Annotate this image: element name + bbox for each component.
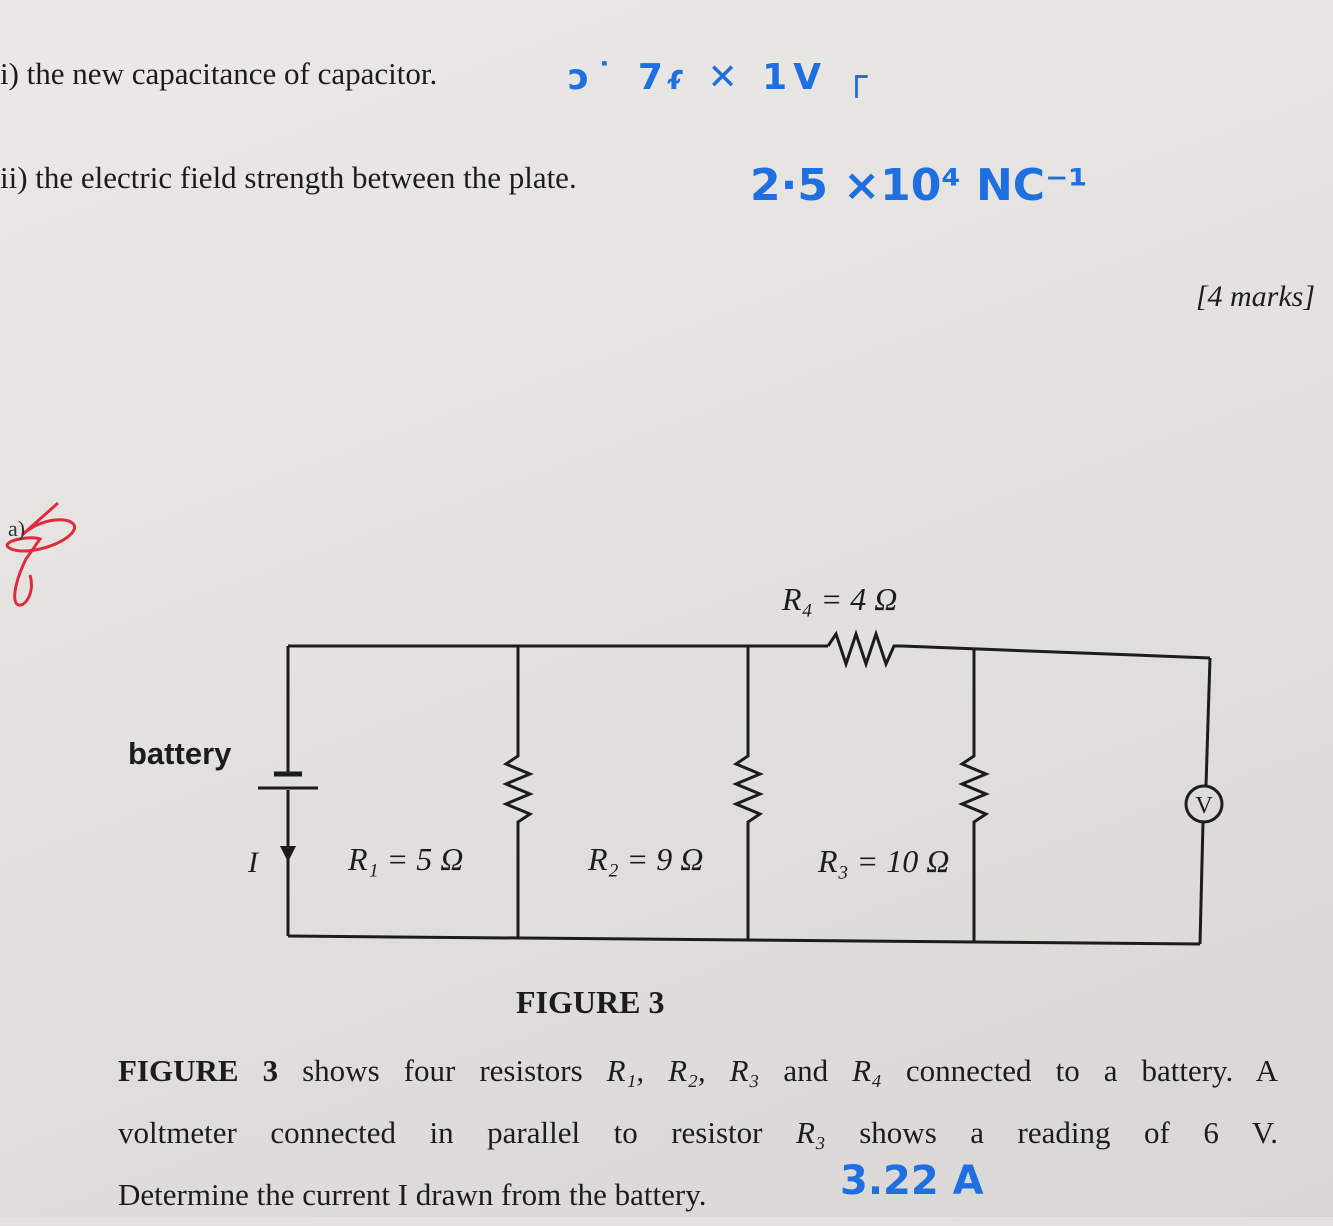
paragraph-line-3: Determine the current I drawn from the b… bbox=[118, 1177, 707, 1212]
voltmeter-symbol bbox=[1184, 784, 1224, 824]
part-label: a) bbox=[8, 516, 26, 541]
r2-branch bbox=[732, 646, 764, 940]
handwritten-answer-i: ɔ˙ 7ᵳ ✕ 1V ┌ bbox=[568, 57, 874, 98]
question-paragraph: FIGURE 3 shows four resistors R₁, R₂, R₃… bbox=[118, 1040, 1278, 1226]
paragraph-line-1: FIGURE 3 shows four resistors R₁, R₂, R₃… bbox=[118, 1053, 1278, 1088]
r1-branch bbox=[502, 646, 534, 938]
r3-branch bbox=[958, 650, 990, 942]
figure-caption: FIGURE 3 bbox=[516, 984, 665, 1020]
paragraph-line-2: voltmeter connected in parallel to resis… bbox=[118, 1115, 1278, 1150]
r4-label: R₄ = 4 Ω bbox=[781, 581, 897, 617]
circuit-diagram: V R₄ = 4 Ω battery I R₁ = 5 Ω R₂ = 9 Ω R… bbox=[128, 581, 1224, 946]
r1-label: R₁ = 5 Ω bbox=[347, 841, 463, 877]
question-ii: ii) the electric field strength between … bbox=[0, 160, 577, 195]
question-i: i) the new capacitance of capacitor. bbox=[0, 56, 438, 91]
current-arrow bbox=[280, 846, 296, 862]
r2-label: R₂ = 9 Ω bbox=[587, 841, 703, 877]
r3-label: R₃ = 10 Ω bbox=[817, 843, 949, 879]
top-wire bbox=[288, 644, 1211, 660]
voltmeter-label: V bbox=[1195, 793, 1213, 819]
r4-resistor bbox=[826, 629, 902, 669]
marks-label: [4 marks] bbox=[1195, 280, 1315, 313]
handwritten-answer-ii: 2·5 ×10⁴ NC⁻¹ bbox=[750, 160, 1088, 211]
current-label: I bbox=[247, 846, 260, 879]
bottom-wire bbox=[287, 934, 1201, 946]
red-pen-mark bbox=[5, 501, 76, 607]
voltmeter-branch bbox=[1198, 657, 1212, 945]
battery-label: battery bbox=[128, 736, 232, 771]
handwritten-answer-current: 3.22 A bbox=[840, 1158, 984, 1204]
